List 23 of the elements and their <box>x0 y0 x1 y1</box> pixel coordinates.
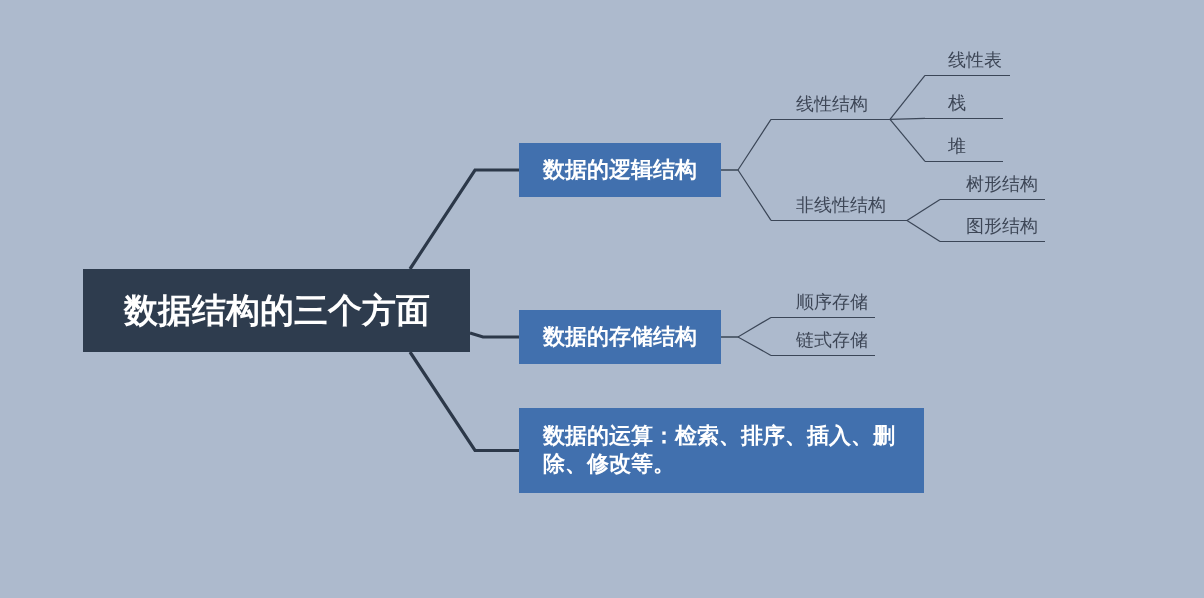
branch-line <box>720 336 772 356</box>
branch-line <box>889 118 926 162</box>
subtopic-label: 树形结构 <box>940 168 1045 200</box>
topic-box: 数据的存储结构 <box>519 310 721 364</box>
branch-line <box>720 169 772 221</box>
subtopic-label: 图形结构 <box>940 210 1045 242</box>
subtopic-label: 堆 <box>925 130 1003 162</box>
branch-line <box>906 198 941 221</box>
branch-line <box>408 168 519 270</box>
subtopic-label: 顺序存储 <box>771 286 875 318</box>
subtopic-label: 链式存储 <box>771 324 875 356</box>
subtopic-label: 非线性结构 <box>771 189 907 221</box>
topic-box: 数据的运算：检索、排序、插入、删除、修改等。 <box>519 408 924 493</box>
subtopic-label: 线性结构 <box>771 88 890 120</box>
branch-line <box>906 219 941 242</box>
topic-box: 数据的逻辑结构 <box>519 143 721 197</box>
central-topic-box: 数据结构的三个方面 <box>83 269 470 352</box>
subtopic-label: 栈 <box>925 87 1003 119</box>
branch-line <box>469 331 519 339</box>
branch-line <box>889 74 926 120</box>
branch-line <box>408 351 519 453</box>
subtopic-label: 线性表 <box>925 44 1010 76</box>
branch-line <box>889 117 926 120</box>
